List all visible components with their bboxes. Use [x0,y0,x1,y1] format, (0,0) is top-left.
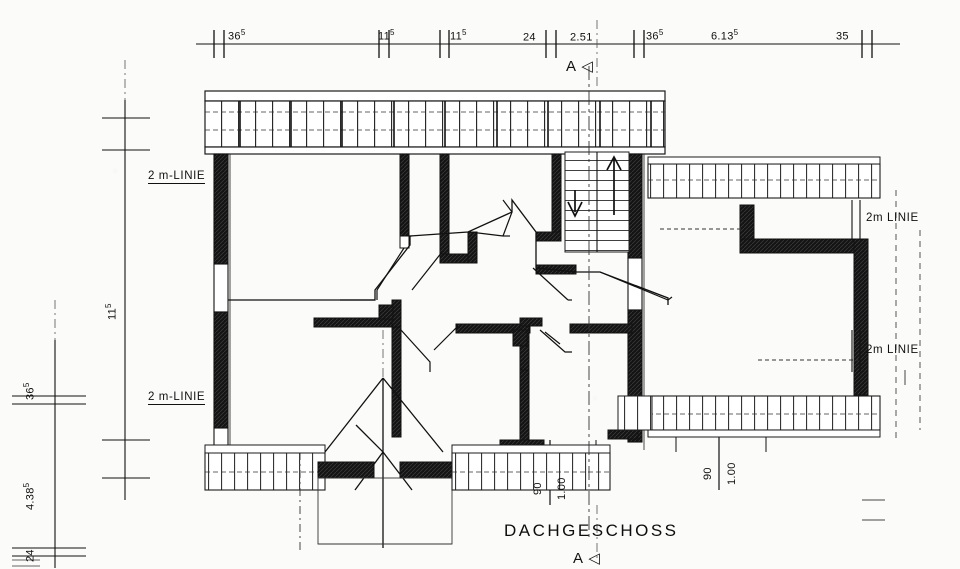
dim-bottom-center-100: 1.00 [556,477,568,500]
plan-title: DACHGESCHOSS [504,521,679,540]
roof-band-top [204,90,666,155]
dim-top-7: 6.135 [711,28,739,43]
roof-band-bottom-center [451,444,611,491]
dim-top-4: 24 [523,31,536,44]
dim-top-6: 365 [646,28,664,43]
dim-top-5: 2.51 [570,31,593,44]
interior-walls-upper [399,153,577,275]
annotation-2m-linie-left-lower: 2 m-LINIE [148,391,206,405]
annotation-2m-linie-right-lower: 2m LINIE [866,344,919,356]
section-marker-top: A ◁ [566,58,594,75]
section-arrow-icon-bottom: ◁ [588,550,601,567]
two-meter-line-interior [228,198,669,305]
dim-top-2: 115 [378,28,395,43]
annotation-2m-linie-right-upper: 2m LINIE [866,212,919,224]
dim-bottom-center-90: 90 [532,482,544,495]
dim-top-1: 365 [228,28,246,43]
construction-lines [54,20,598,560]
dim-left-inner-1: 115 [104,303,119,320]
right-wing [647,156,921,440]
stair-up-arrow [606,155,622,215]
dim-bottom-right-100: 1.00 [726,462,738,485]
annotation-2m-linie-left-upper: 2 m-LINIE [148,170,206,184]
section-arrow-icon: ◁ [581,58,594,75]
dim-bottom-right-90: 90 [702,467,714,480]
dim-top-8: 35 [836,30,849,43]
stair-down-arrow [567,190,583,218]
sheet-edge-ticks [12,559,40,567]
dormer-bottom-left [204,377,453,552]
dim-left-3: 24 [24,549,37,562]
section-marker-bottom: A ◁ [573,550,601,567]
roof-band-bottom-right [617,395,653,431]
dim-left-2: 4.385 [22,482,37,510]
dim-left-1: 365 [22,382,37,400]
interior-walls-middle [313,299,639,450]
staircase [564,151,630,253]
dim-top-3: 115 [450,28,467,43]
door-symbols-middle [400,325,572,372]
